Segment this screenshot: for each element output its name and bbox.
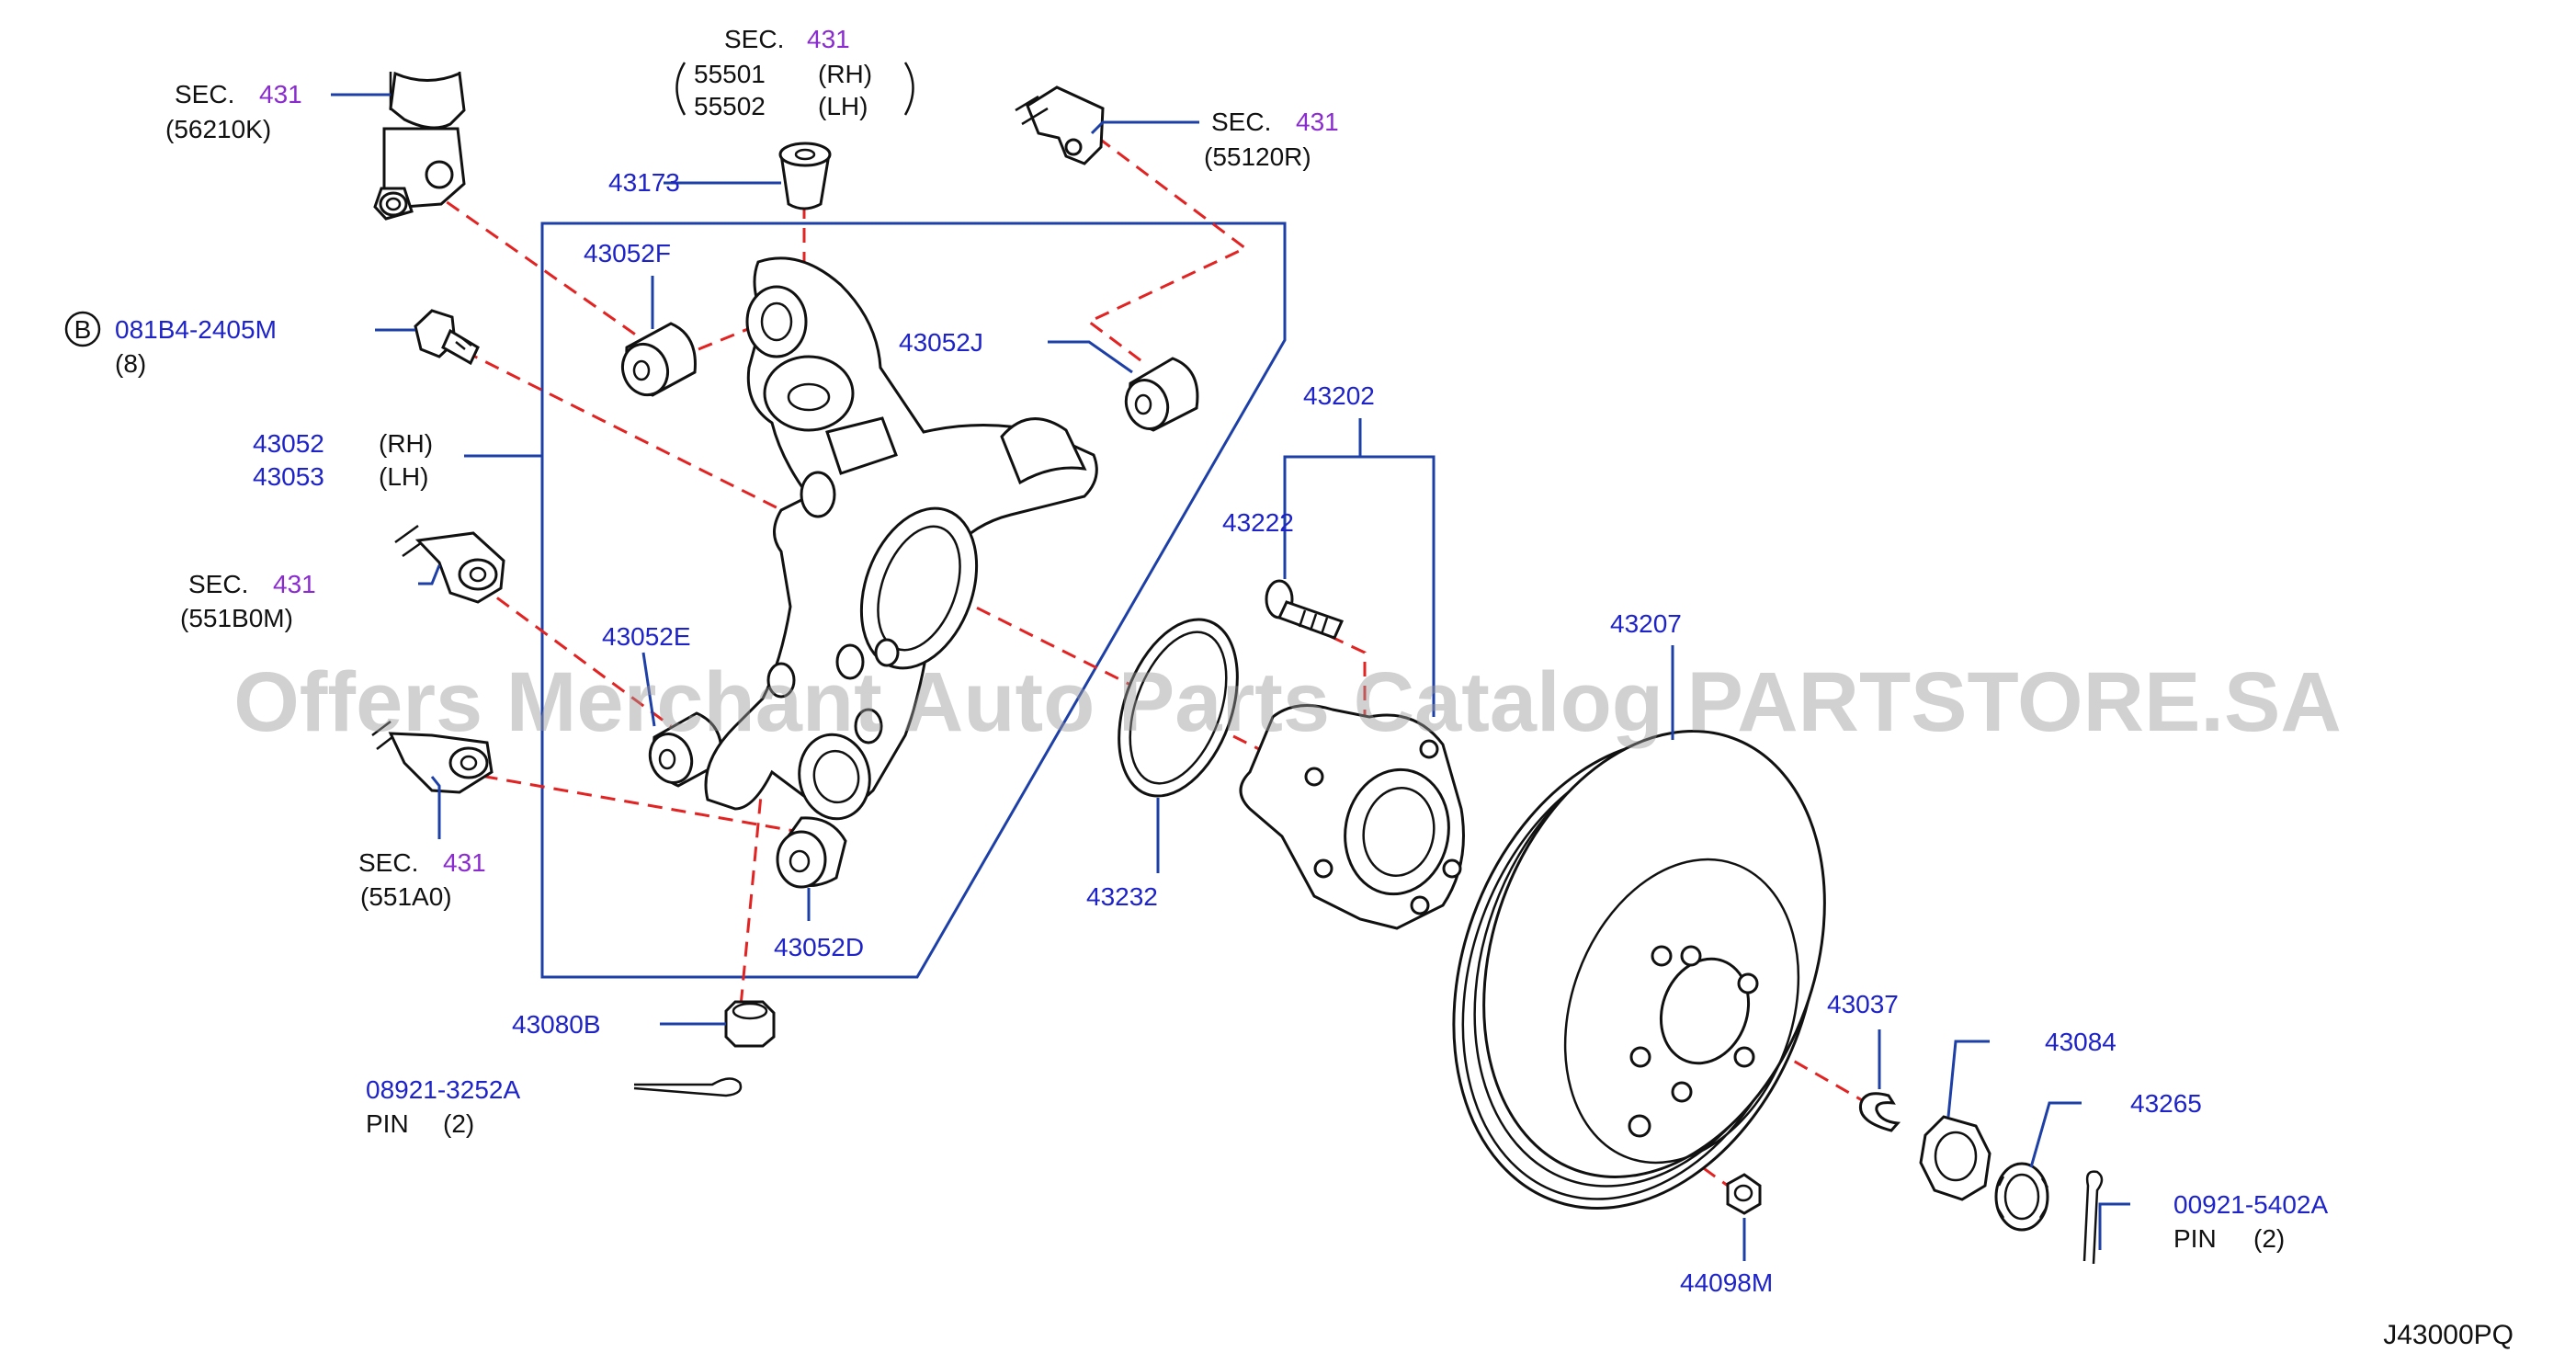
bushing-43052f-illustration[interactable]	[616, 322, 697, 402]
rubber-bushing-43173-illustration[interactable]	[778, 142, 832, 210]
pin2-name: PIN	[2173, 1224, 2217, 1253]
part-label-43265[interactable]: 43265	[2130, 1089, 2202, 1118]
part-label-43037[interactable]: 43037	[1827, 990, 1899, 1018]
part-label-00921-5402a[interactable]: 00921-5402A	[2173, 1190, 2328, 1219]
side-lh-43053: (LH)	[379, 462, 428, 491]
sec-code-55120r: (55120R)	[1204, 142, 1311, 171]
nut-cap-43265-illustration[interactable]	[1994, 1162, 2049, 1232]
hub-assembly-43202-illustration[interactable]	[1239, 704, 1465, 930]
pin1-quantity: (2)	[443, 1109, 474, 1138]
diagram-id: J43000PQ	[2383, 1320, 2514, 1350]
sec-code-551b0m: (551B0M)	[180, 604, 293, 632]
part-label-43080b[interactable]: 43080B	[512, 1010, 601, 1039]
lateral-link-551a0-illustration[interactable]	[371, 721, 494, 794]
sec-number-551a0[interactable]: 431	[443, 848, 486, 877]
part-label-43052[interactable]: 43052	[253, 429, 324, 458]
sec-code-551a0: (551A0)	[360, 882, 452, 911]
part-label-43173[interactable]: 43173	[608, 168, 680, 197]
pin2-quantity: (2)	[2253, 1224, 2285, 1253]
knuckle-43052-illustration[interactable]	[704, 256, 1098, 824]
part-label-43052d[interactable]: 43052D	[774, 933, 864, 961]
pin1-name: PIN	[366, 1109, 409, 1138]
part-label-43052j[interactable]: 43052J	[899, 328, 983, 357]
assembly-group-frame	[540, 222, 1287, 979]
brake-disc-43207-illustration[interactable]	[1391, 683, 1884, 1259]
part-label-43052e[interactable]: 43052E	[602, 622, 691, 651]
bracket-right	[903, 62, 914, 116]
nut-44098m-illustration[interactable]	[1726, 1173, 1762, 1215]
sec-code-56210k: (56210K)	[165, 115, 271, 143]
part-label-43232[interactable]: 43232	[1086, 882, 1158, 911]
part-label-43222[interactable]: 43222	[1222, 508, 1294, 537]
hub-bolt-43222-illustration[interactable]	[1265, 579, 1345, 640]
sec-label-56210k: SEC.	[175, 80, 234, 108]
cotter-pin-00921-5402a-illustration[interactable]	[2082, 1170, 2104, 1265]
part-label-43202[interactable]: 43202	[1303, 381, 1375, 410]
part-label-43052f[interactable]: 43052F	[584, 239, 671, 267]
watermark-text: Offers Merchant Auto Parts Catalog PARTS…	[233, 655, 2342, 749]
sec-label-551a0: SEC.	[358, 848, 418, 877]
sec-number-top[interactable]: 431	[807, 25, 850, 53]
part-number-55502: 55502	[694, 92, 766, 120]
part-label-44098m[interactable]: 44098M	[1680, 1268, 1773, 1297]
part-label-43207[interactable]: 43207	[1610, 609, 1682, 638]
sec-label-551b0m: SEC.	[188, 570, 248, 598]
bolt-type-circle	[64, 311, 101, 347]
bolt-081b4-2405m-illustration[interactable]	[414, 309, 480, 366]
seal-ring-43232-illustration[interactable]	[1096, 603, 1259, 813]
part-label-081b4-2405m[interactable]: 081B4-2405M	[115, 315, 277, 344]
hub-nut-43084-illustration[interactable]	[1919, 1115, 1992, 1201]
bolt-type-letter: B	[74, 315, 92, 344]
leader-lines	[331, 93, 2130, 1261]
sec-number-55120r[interactable]: 431	[1296, 108, 1339, 136]
upper-link-55120r-illustration[interactable]	[1015, 85, 1105, 165]
cotter-pin-08921-3252a-illustration[interactable]	[633, 1077, 743, 1097]
lateral-link-551b0m-illustration[interactable]	[394, 524, 505, 604]
part-number-55501: 55501	[694, 60, 766, 88]
part-label-43084[interactable]: 43084	[2045, 1028, 2116, 1056]
bracket-left	[675, 62, 687, 116]
sec-number-56210k[interactable]: 431	[259, 80, 302, 108]
sec-label-55120r: SEC.	[1211, 108, 1271, 136]
bushing-43052j-illustration[interactable]	[1119, 357, 1199, 435]
part-label-08921-3252a[interactable]: 08921-3252A	[366, 1075, 520, 1104]
retaining-clip-43037-illustration[interactable]	[1858, 1092, 1901, 1132]
sec-number-551b0m[interactable]: 431	[273, 570, 316, 598]
sec-label-top: SEC.	[724, 25, 784, 53]
part-label-43053[interactable]: 43053	[253, 462, 324, 491]
side-lh-55502: (LH)	[818, 92, 868, 120]
bolt-quantity: (8)	[115, 349, 146, 378]
bushing-43052d-illustration[interactable]	[776, 816, 847, 889]
bushing-43052e-illustration[interactable]	[643, 711, 723, 789]
lateral-link-56210k-illustration[interactable]	[373, 71, 466, 221]
side-rh-43052: (RH)	[379, 429, 433, 458]
nut-43080b-illustration[interactable]	[724, 1000, 776, 1048]
side-rh-55501: (RH)	[818, 60, 872, 88]
